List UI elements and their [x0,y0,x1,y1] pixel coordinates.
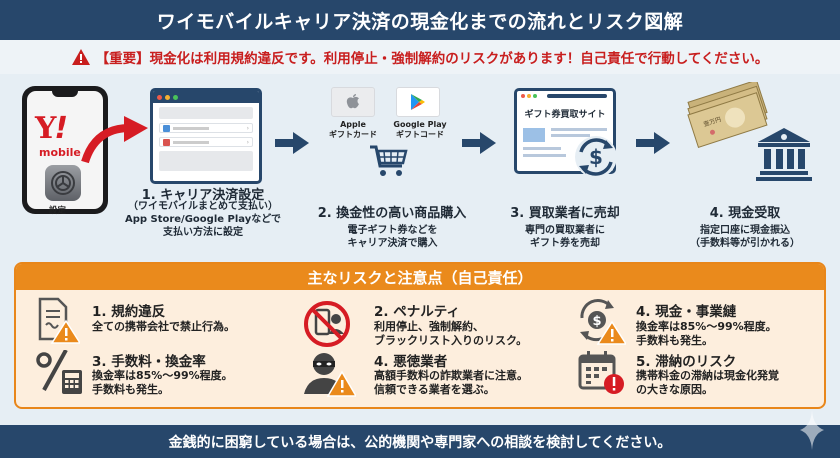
arrow-right-icon [275,132,309,154]
page-header: ワイモバイルキャリア決済の現金化までの流れとリスク図解 [0,0,840,40]
risk-heading: 主なリスクと注意点（自己責任） [16,264,824,290]
step-4-title: 4. 現金受取 [709,206,781,221]
step-2-desc: 電子ギフト券などをキャリア決済で購入 [347,225,438,249]
step-3-title: 3. 買取業者に売却 [510,206,620,221]
arrow-right-icon [462,132,496,154]
apple-gift-card [331,87,375,117]
payment-settings-window: › › [150,88,262,184]
google-play-gift-card [396,87,440,117]
yen-banknotes-icon: 壹万円 [687,82,768,148]
step-4-desc: 指定口座に現金振込（手数料等が引かれる） [690,225,800,249]
step-1-title: 1. キャリア決済設定 [141,188,265,203]
curved-red-arrow-icon [81,116,148,164]
brand-text: mobile [39,146,81,159]
percent-calculator-icon [36,350,82,394]
step-1-desc: （ワイモバイルまとめて支払い）App Store/Google Playなどで支… [124,201,282,238]
footer-text: 金銭的に困窮している場合は、公的機関や専門家への相談を検討してください。 [168,434,672,451]
warning-text: 【重要】現金化は利用規約違反です。利用停止・強制解約のリスクがあります！自己責任… [95,51,769,67]
site-title: ギフト券買取サイト [524,110,606,120]
sparkle-icon [800,410,824,450]
ymobile-logo: Y! [35,111,68,146]
risk-panel: 主なリスクと注意点（自己責任） 1. 規約違反 全ての携帯会社で禁止行為。 2.… [14,262,826,409]
carrier-icon [163,138,170,146]
currency-exchange-icon: $ [575,136,617,178]
app-store-icon [163,124,170,132]
no-phone-icon [304,301,350,347]
currency-exchange-warning-icon: $ [580,299,626,345]
settings-label: 設定 [49,206,67,216]
flow-diagram: Y! mobile 設定 › › 1. キャリア決済設定 （ワイモバイルまとめて… [0,74,840,260]
settings-gear-icon [45,165,81,201]
google-play-icon [411,94,425,110]
svg-text:$: $ [592,314,601,329]
footer-banner: 金銭的に困窮している場合は、公的機関や専門家への相談を検討してください。 [0,425,840,458]
document-warning-icon [38,297,80,344]
apple-icon [346,94,359,109]
arrow-right-icon [636,132,670,154]
warning-triangle-icon [71,49,90,65]
svg-text:$: $ [589,145,603,169]
bank-icon [756,128,812,181]
step-2-title: 2. 換金性の高い商品購入 [317,206,467,221]
shopping-cart-icon [370,145,408,176]
thief-warning-icon [304,353,356,397]
calendar-alert-icon [578,351,624,394]
page-title: ワイモバイルキャリア決済の現金化までの流れとリスク図解 [156,10,684,33]
warning-banner: 【重要】現金化は利用規約違反です。利用停止・強制解約のリスクがあります！自己責任… [0,40,840,74]
step-3-desc: 専門の買取業者にギフト券を売却 [525,225,605,249]
